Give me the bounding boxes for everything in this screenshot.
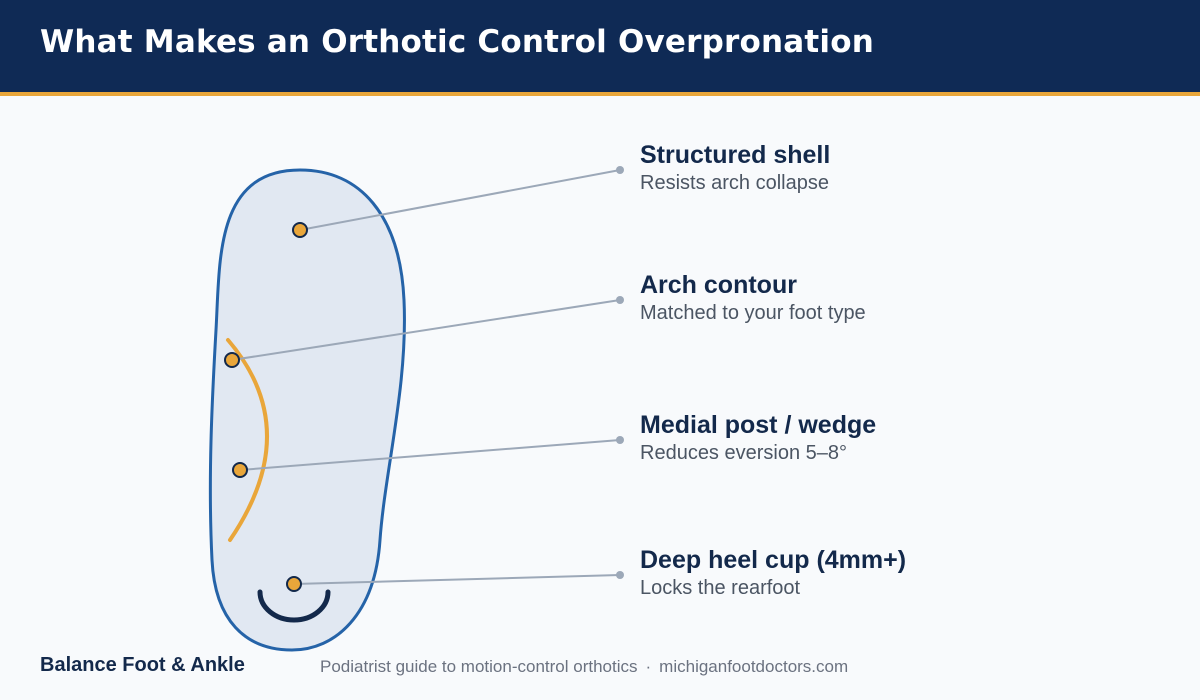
connector-end-dot (616, 166, 624, 174)
arch-contour-curve (226, 338, 269, 542)
marker-shell (292, 222, 308, 238)
header-accent-rule (0, 92, 1200, 96)
callout-arch-contour: Arch contour Matched to your foot type (640, 270, 866, 326)
callout-description: Resists arch collapse (640, 172, 829, 194)
footer-website-link[interactable]: michiganfootdoctors.com (659, 657, 849, 676)
marker-heel-cup (286, 576, 302, 592)
footer-note: Podiatrist guide to motion-control ortho… (320, 657, 848, 677)
callout-description: Matched to your foot type (640, 302, 866, 324)
marker-arch (224, 352, 240, 368)
callout-description: Reduces eversion 5–8° (640, 442, 848, 464)
insole-outline (208, 168, 406, 652)
page-title: What Makes an Orthotic Control Overprona… (40, 24, 875, 60)
connector-line-shell (299, 169, 621, 231)
connector-end-dot (616, 436, 624, 444)
footer-separator: · (645, 657, 652, 676)
callout-title: Deep heel cup (4mm+) (640, 546, 907, 574)
callout-description: Locks the rearfoot (640, 577, 801, 599)
header-bar (0, 0, 1200, 92)
callout-medial-post: Medial post / wedge Reduces eversion 5–8… (640, 410, 876, 466)
callout-heel-cup: Deep heel cup (4mm+) Locks the rearfoot (640, 545, 906, 601)
connector-end-dot (616, 571, 624, 579)
connector-line-arch (231, 299, 621, 361)
callout-title: Arch contour (640, 271, 797, 299)
callout-title: Structured shell (640, 141, 831, 169)
heel-cup-arc (257, 589, 331, 623)
callout-title: Medial post / wedge (640, 411, 877, 439)
footer-tagline: Podiatrist guide to motion-control ortho… (320, 657, 638, 676)
callout-structured-shell: Structured shell Resists arch collapse (640, 140, 830, 196)
connector-line-post (239, 439, 621, 471)
footer-brand: Balance Foot & Ankle (40, 654, 245, 676)
connector-line-heel (293, 574, 621, 585)
marker-medial-post (232, 462, 248, 478)
connector-end-dot (616, 296, 624, 304)
